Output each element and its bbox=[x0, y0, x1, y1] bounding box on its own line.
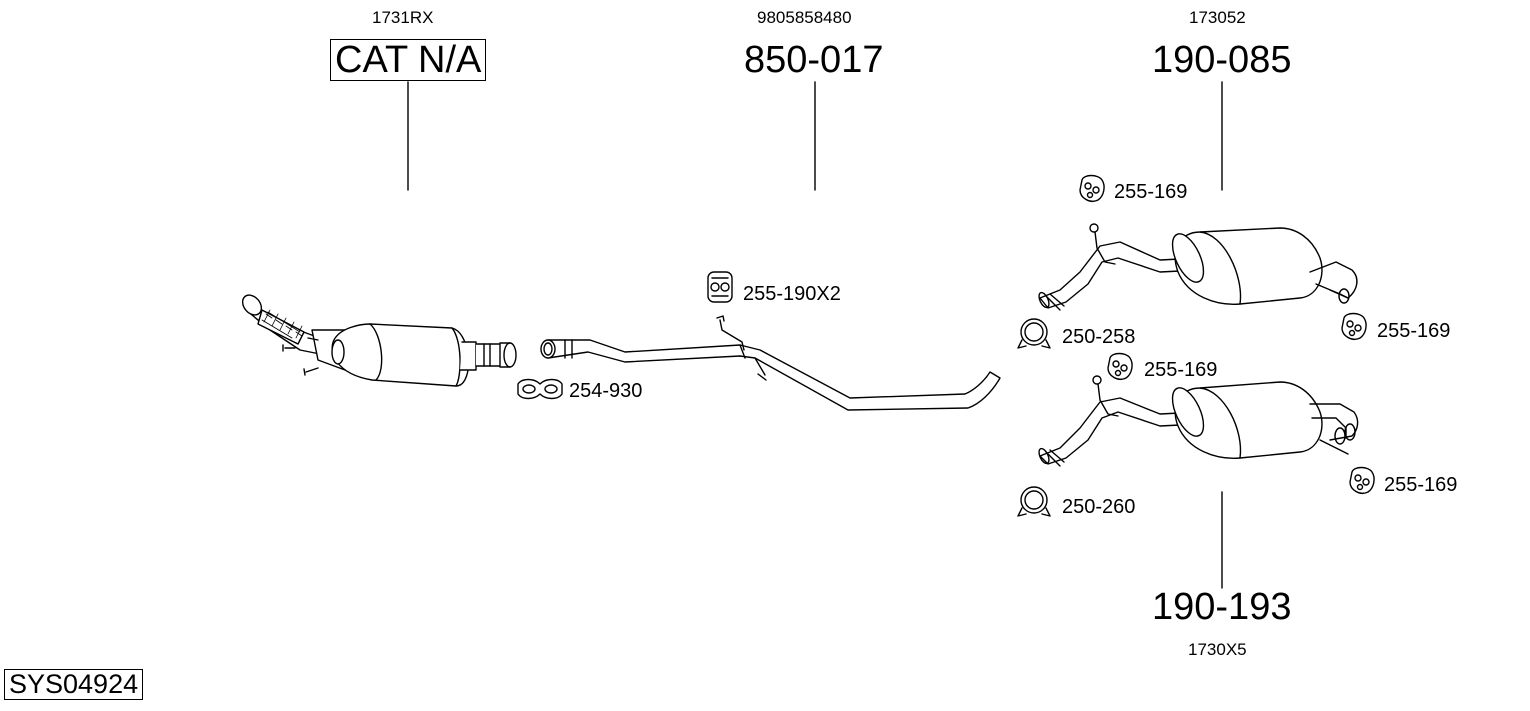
accessory-label-hanger-middle: 255-190X2 bbox=[743, 283, 841, 305]
rubber-mount-icon bbox=[1107, 352, 1133, 380]
oe-ref-rear-lower: 1730X5 bbox=[1188, 640, 1247, 659]
rubber-hanger-icon bbox=[707, 271, 733, 303]
system-code: SYS04924 bbox=[4, 669, 144, 700]
clamp-icon bbox=[1017, 486, 1051, 517]
accessory-label-rubber-upper-right: 255-169 bbox=[1377, 320, 1451, 342]
rear-silencer-lower-drawing bbox=[1038, 375, 1359, 467]
part-number-cat: CAT N/A bbox=[330, 39, 487, 81]
middle-pipe-drawing bbox=[540, 315, 1001, 411]
rubber-mount-icon bbox=[1349, 466, 1375, 494]
rubber-mount-icon bbox=[1079, 174, 1105, 202]
part-number-rear-lower: 190-193 bbox=[1152, 586, 1292, 628]
oe-ref-cat: 1731RX bbox=[372, 8, 434, 27]
accessory-label-rubber-lower-left: 255-169 bbox=[1144, 359, 1218, 381]
rear-silencer-upper-drawing bbox=[1038, 223, 1358, 311]
catalytic-converter-drawing bbox=[241, 294, 517, 387]
part-number-middle: 850-017 bbox=[744, 39, 884, 81]
oe-ref-rear-upper: 173052 bbox=[1189, 8, 1246, 27]
accessory-label-rubber-lower-right: 255-169 bbox=[1384, 474, 1458, 496]
accessory-label-clamp-upper: 250-258 bbox=[1062, 326, 1136, 348]
accessory-label-gasket: 254-930 bbox=[569, 380, 643, 402]
accessory-label-clamp-lower: 250-260 bbox=[1062, 496, 1136, 518]
oe-ref-middle: 9805858480 bbox=[757, 8, 852, 27]
accessory-label-rubber-upper-left: 255-169 bbox=[1114, 181, 1188, 203]
clamp-icon bbox=[1017, 318, 1051, 349]
part-number-rear-upper: 190-085 bbox=[1152, 39, 1292, 81]
rubber-mount-icon bbox=[1341, 312, 1367, 340]
gasket-icon bbox=[517, 378, 563, 400]
